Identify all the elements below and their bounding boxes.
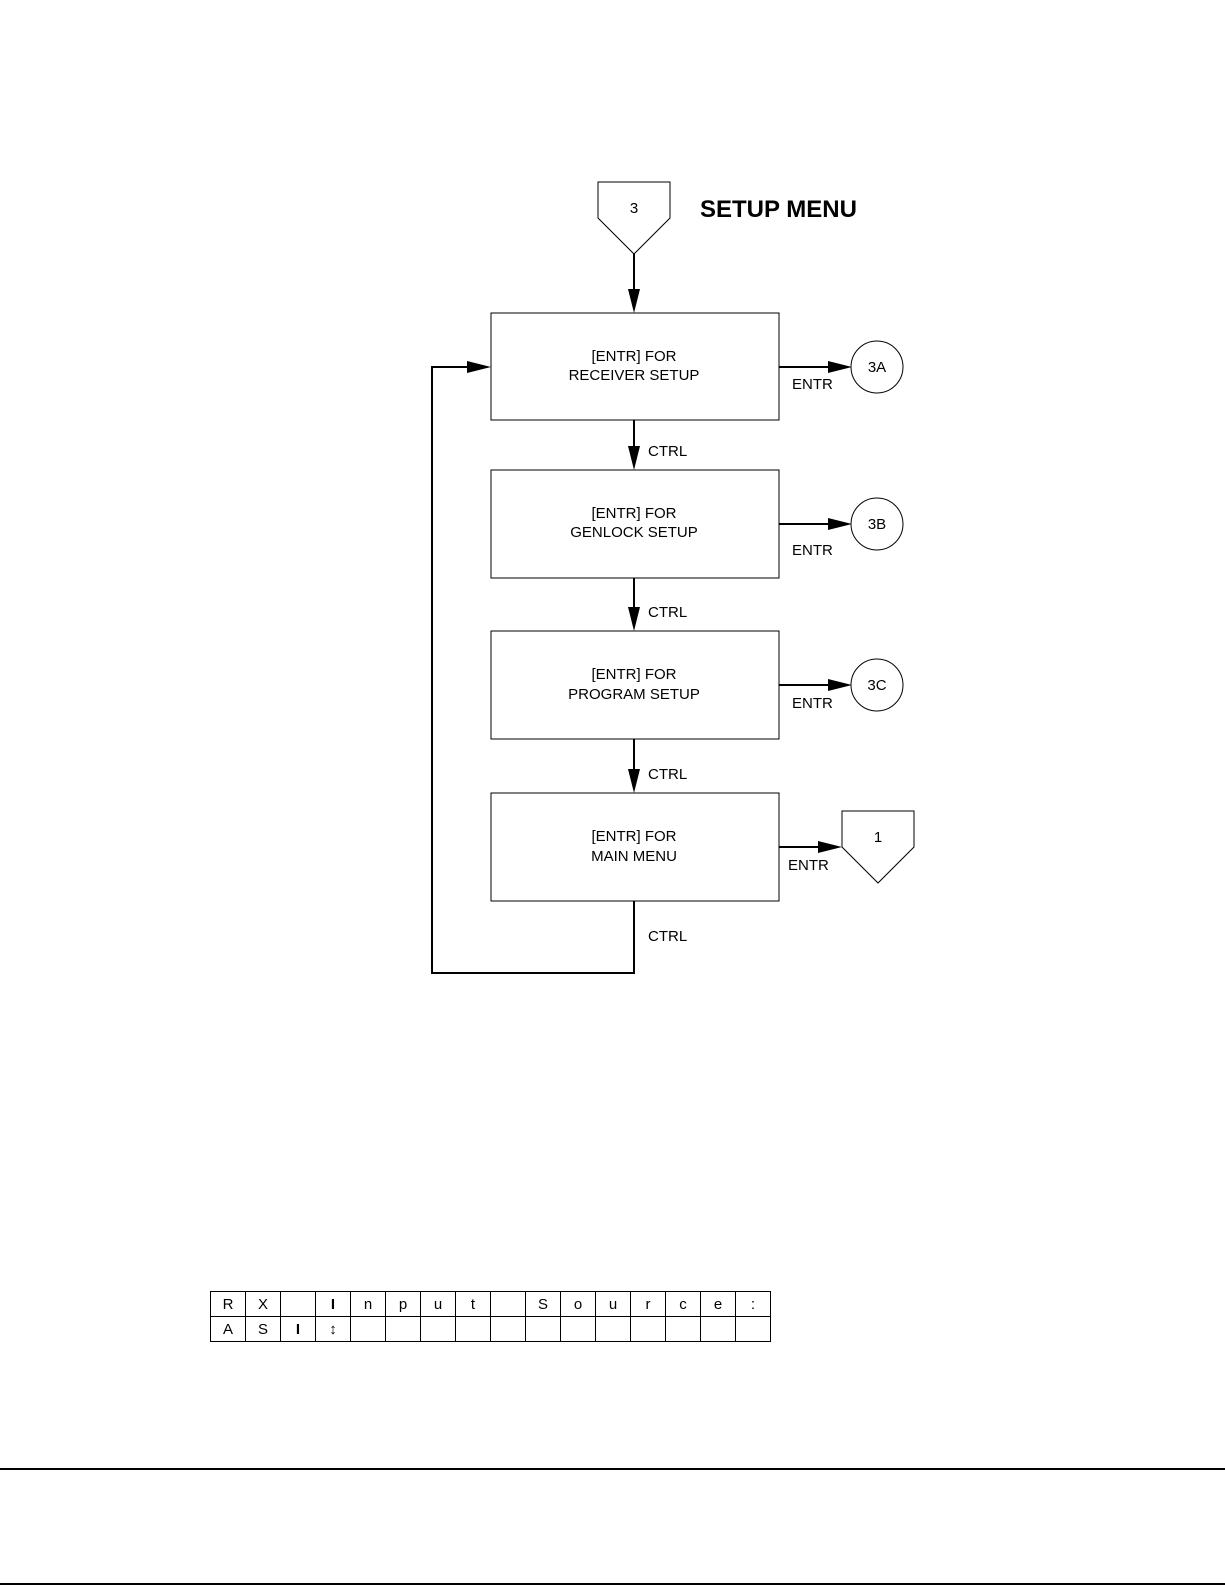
entr-arrow-1-head xyxy=(818,841,842,853)
lcd-cell: o xyxy=(561,1292,596,1317)
lcd-cell xyxy=(386,1317,421,1342)
block-line2: MAIN MENU xyxy=(591,848,677,865)
ctrl-arrow-2-head xyxy=(628,607,640,631)
ctrl-arrow-3-head xyxy=(628,769,640,793)
entry-connector: 3 xyxy=(598,182,670,254)
main-menu-connector: 1 xyxy=(842,811,914,883)
entr-arrow-3a-head xyxy=(828,361,852,373)
lcd-cell: A xyxy=(211,1317,246,1342)
footer-divider xyxy=(0,1468,1225,1470)
lcd-cell: u xyxy=(596,1292,631,1317)
lcd-cell: R xyxy=(211,1292,246,1317)
receiver-setup-block: [ENTR] FOR RECEIVER SETUP xyxy=(491,313,779,420)
lcd-cell xyxy=(421,1317,456,1342)
ctrl-label: CTRL xyxy=(648,766,687,783)
lcd-cell xyxy=(491,1292,526,1317)
ctrl-arrow-1-head xyxy=(628,446,640,470)
entr-label: ENTR xyxy=(792,695,833,712)
lcd-cell xyxy=(351,1317,386,1342)
connector-3c: 3C xyxy=(851,659,903,711)
connector-3b: 3B xyxy=(851,498,903,550)
lcd-display: R X I n p u t S o u r c e : A S I ↕ xyxy=(210,1291,771,1342)
main-menu-connector-label: 1 xyxy=(874,829,882,846)
entr-label: ENTR xyxy=(792,542,833,559)
lcd-cell xyxy=(701,1317,736,1342)
lcd-cell: S xyxy=(246,1317,281,1342)
entr-arrow-3b-head xyxy=(828,518,852,530)
lcd-cell: t xyxy=(456,1292,491,1317)
block-line1: [ENTR] FOR xyxy=(592,348,677,365)
connector-3a: 3A xyxy=(851,341,903,393)
connector-3a-label: 3A xyxy=(868,359,886,376)
ctrl-label: CTRL xyxy=(648,443,687,460)
lcd-cell xyxy=(491,1317,526,1342)
lcd-cell: S xyxy=(526,1292,561,1317)
connector-3c-label: 3C xyxy=(867,677,886,694)
block-line2: PROGRAM SETUP xyxy=(568,686,700,703)
diagram-title: SETUP MENU xyxy=(700,196,857,223)
lcd-cell: p xyxy=(386,1292,421,1317)
connector-3b-label: 3B xyxy=(868,516,886,533)
entry-arrow-head xyxy=(628,289,640,313)
entr-arrow-3c-head xyxy=(828,679,852,691)
main-menu-block: [ENTR] FOR MAIN MENU xyxy=(491,793,779,901)
lcd-cell: : xyxy=(736,1292,771,1317)
genlock-setup-block: [ENTR] FOR GENLOCK SETUP xyxy=(491,470,779,578)
lcd-cell: u xyxy=(421,1292,456,1317)
lcd-cell xyxy=(596,1317,631,1342)
lcd-cell: n xyxy=(351,1292,386,1317)
entr-label: ENTR xyxy=(788,857,829,874)
lcd-cell: I xyxy=(316,1292,351,1317)
block-line1: [ENTR] FOR xyxy=(592,505,677,522)
block-line1: [ENTR] FOR xyxy=(592,828,677,845)
entry-connector-label: 3 xyxy=(630,200,638,217)
lcd-cell xyxy=(281,1292,316,1317)
lcd-row-1: R X I n p u t S o u r c e : xyxy=(211,1292,771,1317)
block-line2: GENLOCK SETUP xyxy=(570,524,698,541)
lcd-cell: c xyxy=(666,1292,701,1317)
block-line2: RECEIVER SETUP xyxy=(569,367,700,384)
lcd-cell: e xyxy=(701,1292,736,1317)
lcd-cell xyxy=(561,1317,596,1342)
up-down-arrow-icon: ↕ xyxy=(316,1317,351,1342)
ctrl-loop-arrow-head xyxy=(467,361,491,373)
ctrl-label: CTRL xyxy=(648,604,687,621)
ctrl-label: CTRL xyxy=(648,928,687,945)
lcd-cell: X xyxy=(246,1292,281,1317)
lcd-cell xyxy=(456,1317,491,1342)
lcd-cell xyxy=(736,1317,771,1342)
entr-label: ENTR xyxy=(792,376,833,393)
lcd-cell: I xyxy=(281,1317,316,1342)
program-setup-block: [ENTR] FOR PROGRAM SETUP xyxy=(491,631,779,739)
lcd-cell xyxy=(526,1317,561,1342)
lcd-cell xyxy=(666,1317,701,1342)
lcd-cell: r xyxy=(631,1292,666,1317)
lcd-row-2: A S I ↕ xyxy=(211,1317,771,1342)
block-line1: [ENTR] FOR xyxy=(592,666,677,683)
lcd-cell xyxy=(631,1317,666,1342)
